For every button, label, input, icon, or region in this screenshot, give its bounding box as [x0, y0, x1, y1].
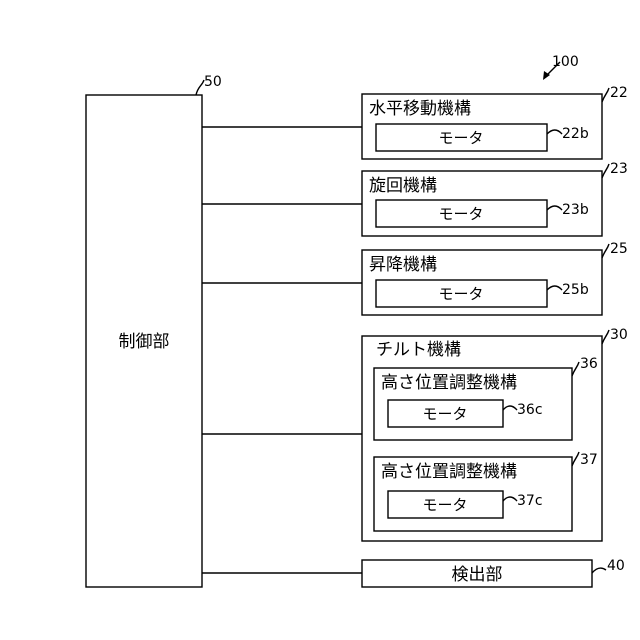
height-adjuster-37-motor-ref: 37c [517, 493, 543, 509]
horizontal-mechanism: 水平移動機構 モータ 22b 22 [362, 85, 628, 159]
lift-motor-ref: 25b [562, 282, 589, 298]
horizontal-motor-ref: 22b [562, 126, 589, 142]
lift-mechanism-label: 昇降機構 [369, 255, 437, 275]
rotation-motor-label: モータ [438, 205, 483, 223]
rotation-mechanism-leader [602, 164, 609, 178]
horizontal-mechanism-ref: 22 [610, 85, 628, 101]
height-adjuster-37-ref: 37 [580, 452, 598, 468]
height-adjuster-36-label: 高さ位置調整機構 [381, 373, 517, 393]
horizontal-mechanism-leader [602, 88, 609, 102]
tilt-mechanism-leader [602, 330, 609, 344]
detection-unit-label: 検出部 [452, 565, 503, 585]
control-unit-leader [196, 80, 204, 95]
rotation-motor-ref: 23b [562, 202, 589, 218]
control-unit-ref: 50 [204, 74, 222, 90]
connection-lines [202, 127, 362, 573]
detection-unit: 検出部 40 [362, 558, 625, 587]
horizontal-mechanism-label: 水平移動機構 [369, 99, 471, 119]
detection-unit-leader [592, 568, 606, 573]
height-adjuster-36-motor-ref: 36c [517, 402, 543, 418]
tilt-mechanism: チルト機構 30 高さ位置調整機構 モータ 36c 36 高さ位置調整機構 モー… [362, 327, 628, 541]
rotation-mechanism-label: 旋回機構 [369, 176, 437, 196]
detection-unit-ref: 40 [607, 558, 625, 574]
lift-motor-label: モータ [438, 285, 483, 303]
horizontal-motor-label: モータ [438, 129, 483, 147]
control-unit-label: 制御部 [119, 332, 170, 352]
lift-mechanism: 昇降機構 モータ 25b 25 [362, 241, 628, 315]
lift-mechanism-leader [602, 244, 609, 258]
control-unit: 制御部 50 [86, 74, 222, 587]
height-adjuster-36-motor-label: モータ [422, 405, 467, 423]
rotation-mechanism: 旋回機構 モータ 23b 23 [362, 161, 628, 236]
rotation-mechanism-ref: 23 [610, 161, 628, 177]
figure-ref-100: 100 [543, 54, 579, 80]
height-adjuster-36-ref: 36 [580, 356, 598, 372]
height-adjuster-37-motor-label: モータ [422, 496, 467, 514]
height-adjuster-36: 高さ位置調整機構 モータ 36c 36 [374, 356, 598, 440]
tilt-mechanism-ref: 30 [610, 327, 628, 343]
figure-ref-label: 100 [552, 54, 579, 70]
tilt-mechanism-label: チルト機構 [376, 340, 461, 360]
height-adjuster-37: 高さ位置調整機構 モータ 37c 37 [374, 452, 598, 531]
lift-mechanism-ref: 25 [610, 241, 628, 257]
height-adjuster-37-label: 高さ位置調整機構 [381, 462, 517, 482]
